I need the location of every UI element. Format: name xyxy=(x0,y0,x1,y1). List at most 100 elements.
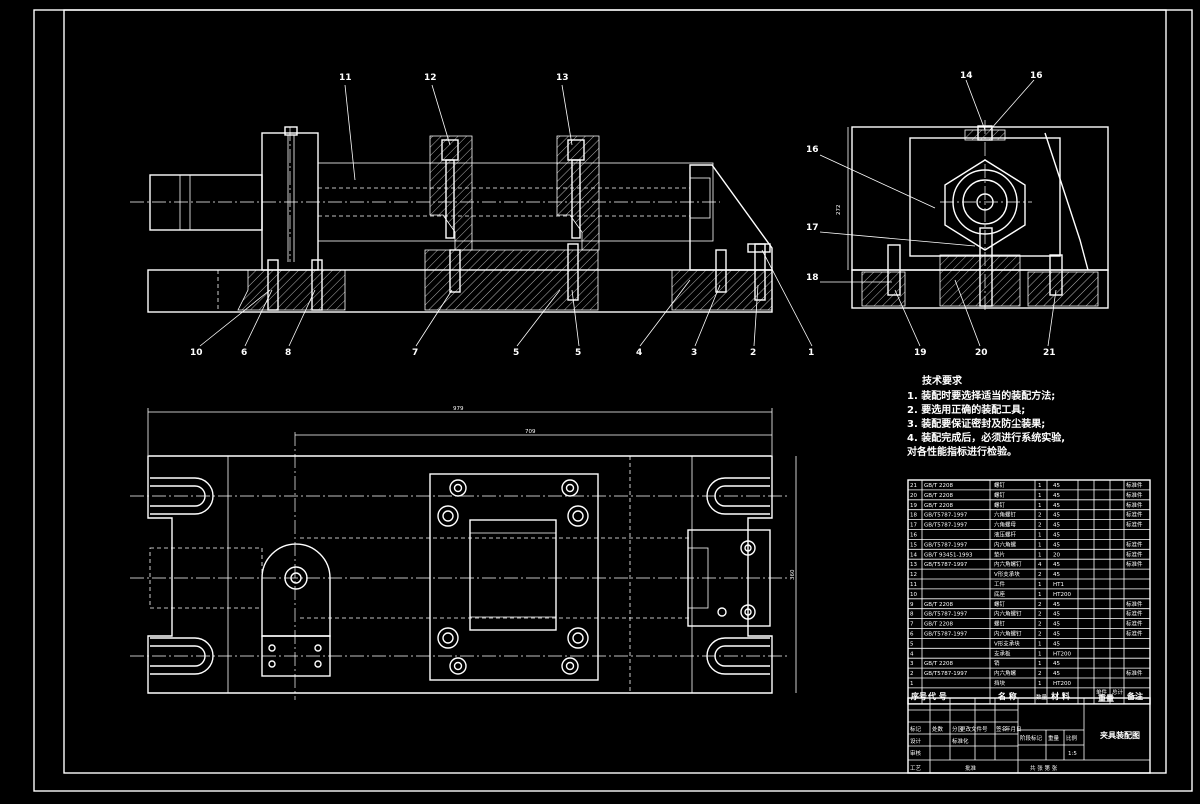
bom-row-material: 45 xyxy=(1053,602,1060,608)
bom-row-material: 45 xyxy=(1053,641,1060,647)
bom-row-material: 45 xyxy=(1053,622,1060,628)
bom-row-no: 14 xyxy=(910,552,917,558)
bom-row-qty: 1 xyxy=(1038,493,1042,499)
bom-row-no: 1 xyxy=(910,681,914,687)
callout-16-top: 16 xyxy=(1030,71,1043,81)
bom-header-total-weight: 总计 xyxy=(1112,688,1124,696)
tb-label-change-doc: 更改文件号 xyxy=(960,725,988,733)
tb-label-review: 审核 xyxy=(910,749,922,757)
bom-row-note: 标准件 xyxy=(1126,620,1143,628)
bom-row-name: 六角螺钉 xyxy=(994,511,1017,519)
tb-label-mark: 标记 xyxy=(910,725,922,733)
bom-row-no: 8 xyxy=(910,612,914,618)
dim-plan-height: 360 xyxy=(790,569,796,580)
note-line-2: 2. 要选用正确的装配工具; xyxy=(907,403,1025,416)
tb-label-weight: 重量 xyxy=(1048,734,1060,742)
bom-row-no: 21 xyxy=(910,483,917,489)
bom-header-material: 材 料 xyxy=(1051,691,1070,701)
bom-row-name: V形支承块 xyxy=(994,639,1020,647)
notes-title: 技术要求 xyxy=(922,374,963,387)
bom-row-code: GB/T5787-1997 xyxy=(924,523,968,529)
bom-row-no: 9 xyxy=(910,602,914,608)
bom-header-name: 名 称 xyxy=(998,691,1017,701)
bom-row-no: 5 xyxy=(910,641,914,647)
tb-label-scale: 比例 xyxy=(1066,734,1078,742)
bom-row-name: V形支承块 xyxy=(994,570,1020,578)
note-line-4: 4. 装配完成后，必须进行系统实验, xyxy=(907,431,1065,444)
bom-row-no: 11 xyxy=(910,582,917,588)
callout-7: 7 xyxy=(412,348,418,358)
bom-row-name: 内六角螺钉 xyxy=(994,630,1022,638)
bom-row-code: GB/T 2208 xyxy=(924,503,953,509)
bom-row-no: 2 xyxy=(910,671,914,677)
bom-row-qty: 1 xyxy=(1038,582,1042,588)
callout-10: 10 xyxy=(190,348,203,358)
bom-row-name: 螺钉 xyxy=(994,491,1006,499)
bom-row-note: 标准件 xyxy=(1126,600,1143,608)
bom-row-no: 13 xyxy=(910,562,917,568)
bom-header-no: 序号 xyxy=(911,691,927,701)
callout-6a: 6 xyxy=(241,348,247,358)
bom-row-qty: 2 xyxy=(1038,523,1042,529)
bom-row-name: 螺钉 xyxy=(994,620,1006,628)
side-view: 272 xyxy=(836,120,1109,312)
bom-row-code: GB/T5787-1997 xyxy=(924,562,968,568)
tb-label-count: 处数 xyxy=(932,725,944,733)
tb-label-zone: 分区 xyxy=(952,725,964,733)
technical-notes: 技术要求 1. 装配时要选择适当的装配方法; 2. 要选用正确的装配工具; 3.… xyxy=(907,374,1065,458)
bom-row-name: 垫片 xyxy=(994,550,1005,558)
tb-label-design: 设计 xyxy=(910,737,922,745)
bom-row-qty: 2 xyxy=(1038,612,1042,618)
dim-side-height: 272 xyxy=(836,205,842,216)
bom-row-no: 20 xyxy=(910,493,917,499)
bom-row-name: 内六角螺 xyxy=(994,540,1017,548)
bom-row-qty: 2 xyxy=(1038,513,1042,519)
callout-20: 20 xyxy=(975,348,988,358)
tb-label-standard: 标准化 xyxy=(952,737,969,745)
bom-row-qty: 1 xyxy=(1038,681,1042,687)
tb-scale-value: 1:5 xyxy=(1068,751,1077,757)
plan-view: 979 709 360 xyxy=(130,406,797,700)
bom-row-no: 6 xyxy=(910,632,914,638)
bom-row-code: GB/T 2208 xyxy=(924,493,953,499)
bom-row-name: 支承板 xyxy=(994,649,1011,657)
side-callouts: 14 16 16 17 18 19 20 21 xyxy=(806,71,1057,358)
tb-label-stage: 阶段标记 xyxy=(1020,734,1043,742)
bom-row-note: 标准件 xyxy=(1126,501,1143,509)
bom-row-note: 标准件 xyxy=(1126,521,1143,529)
bom-row-no: 17 xyxy=(910,523,917,529)
callout-19: 19 xyxy=(914,348,927,358)
bom-row-material: 45 xyxy=(1053,513,1060,519)
bom-row-name: 内六角螺钉 xyxy=(994,560,1022,568)
bom-row-qty: 1 xyxy=(1038,503,1042,509)
bom-row-material: 45 xyxy=(1053,572,1060,578)
bom-row-no: 16 xyxy=(910,533,917,539)
bom-row-material: 45 xyxy=(1053,533,1060,539)
bom-row-qty: 2 xyxy=(1038,602,1042,608)
bom-row-material: 45 xyxy=(1053,612,1060,618)
dim-inner-length: 709 xyxy=(525,429,536,435)
bom-row-material: 45 xyxy=(1053,483,1060,489)
bom-header-qty: 数量 xyxy=(1036,693,1048,701)
bom-header-note: 备注 xyxy=(1126,691,1143,701)
bom-header-code: 代 号 xyxy=(927,691,947,701)
bom-row-material: HT1 xyxy=(1053,582,1064,588)
bom-row-note: 标准件 xyxy=(1126,550,1143,558)
bom-row-code: GB/T 93451-1993 xyxy=(924,552,973,558)
bom-row-material: 20 xyxy=(1053,552,1060,558)
bom-row-note: 标准件 xyxy=(1126,481,1143,489)
front-callouts: 11 12 13 10 6 8 7 5 5 4 3 2 1 xyxy=(190,73,814,358)
bom-row-note: 标准件 xyxy=(1126,669,1143,677)
bom-row-code: GB/T 2208 xyxy=(924,602,953,608)
bom-row-qty: 2 xyxy=(1038,572,1042,578)
callout-5b: 5 xyxy=(575,348,581,358)
callout-21: 21 xyxy=(1043,348,1056,358)
bom-row-code: GB/T5787-1997 xyxy=(924,612,968,618)
bom-row-material: 45 xyxy=(1053,523,1060,529)
bom-row-no: 19 xyxy=(910,503,917,509)
callout-11: 11 xyxy=(339,73,352,83)
bom-row-qty: 1 xyxy=(1038,592,1042,598)
tb-label-approve: 批准 xyxy=(965,764,977,772)
